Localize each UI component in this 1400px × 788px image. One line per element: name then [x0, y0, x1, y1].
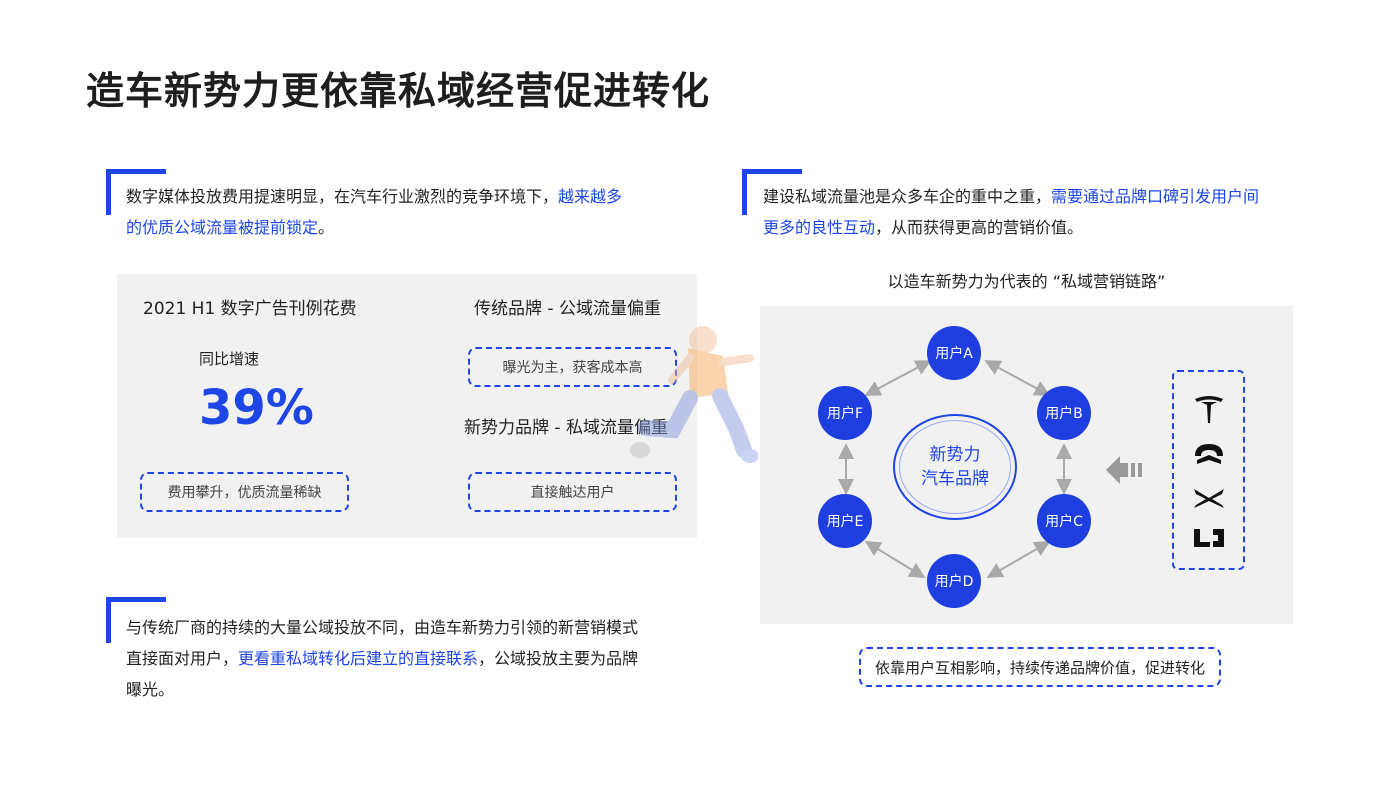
para-text: ，从而获得更高的营销价值。: [875, 218, 1084, 237]
growth-value: 39%: [199, 380, 314, 436]
user-link-arrows: [838, 360, 1072, 579]
intro-paragraph-right: 建设私域流量池是众多车企的重中之重，需要通过品牌口碑引发用户间 更多的良性互动，…: [763, 181, 1259, 243]
intro-paragraph-left: 数字媒体投放费用提速明显，在汽车行业激烈的竞争环境下，越来越多 的优质公域流量被…: [126, 181, 622, 243]
user-node-d: 用户D: [927, 554, 981, 608]
nio-logo-icon: [1195, 444, 1223, 464]
para-text: 曝光。: [126, 680, 175, 699]
li-auto-logo-icon: [1194, 529, 1224, 547]
para-highlight: 的优质公域流量被提前锁定: [126, 218, 319, 237]
user-node-f: 用户F: [818, 386, 872, 440]
user-node-b: 用户B: [1037, 386, 1091, 440]
para-text: 。: [318, 218, 335, 237]
new-heading: 新势力品牌 - 私域流量偏重: [464, 418, 668, 438]
para-text: 数字媒体投放费用提速明显，在汽车行业激烈的竞争环境下，: [126, 187, 559, 206]
center-brand-line2: 汽车品牌: [921, 469, 989, 489]
xpeng-logo-icon: [1194, 489, 1224, 508]
arrow-left-icon: [1106, 456, 1142, 484]
para-highlight: 更多的良性互动: [763, 218, 876, 237]
cost-box: 费用攀升，优质流量稀缺: [140, 472, 349, 512]
arrow-e-d: [864, 540, 926, 579]
para-text: 建设私域流量池是众多车企的重中之重，: [763, 187, 1052, 206]
arrow-a-f: [864, 360, 932, 396]
user-node-c: 用户C: [1037, 494, 1091, 548]
center-brand-ring: [893, 414, 1017, 520]
growth-label: 同比增速: [199, 350, 260, 368]
traditional-box: 曝光为主，获客成本高: [468, 347, 677, 387]
center-brand: 新势力 汽车品牌: [899, 420, 1011, 514]
stats-heading: 2021 H1 数字广告刊例花费: [143, 299, 357, 319]
stats-panel: [117, 274, 697, 538]
new-box: 直接触达用户: [468, 472, 677, 512]
arrow-a-b: [984, 360, 1051, 396]
bottom-paragraph-left: 与传统厂商的持续的大量公域投放不同，由造车新势力引领的新营销模式 直接面对用户，…: [126, 612, 638, 705]
diagram-footer-box: 依靠用户互相影响，持续传递品牌价值，促进转化: [859, 647, 1221, 687]
page-title: 造车新势力更依靠私域经营促进转化: [86, 69, 711, 113]
center-brand-line1: 新势力: [929, 445, 981, 465]
traditional-heading: 传统品牌 - 公域流量偏重: [474, 299, 661, 319]
para-text: 与传统厂商的持续的大量公域投放不同，由造车新势力引领的新营销模式: [126, 618, 639, 637]
arrow-c-d: [986, 540, 1051, 579]
brand-logos-box: [1172, 370, 1245, 570]
tesla-logo-icon: [1195, 396, 1223, 423]
para-text: ，公域投放主要为品牌: [478, 649, 639, 668]
user-node-a: 用户A: [927, 326, 981, 380]
para-text: 直接面对用户，: [126, 649, 239, 668]
running-person-illustration: [630, 326, 758, 463]
para-highlight: 越来越多: [558, 187, 623, 206]
para-highlight: 更看重私域转化后建立的直接联系: [238, 649, 479, 668]
diagram-caption: 以造车新势力为代表的 “私域营销链路”: [887, 272, 1166, 291]
user-node-e: 用户E: [818, 494, 872, 548]
para-highlight: 需要通过品牌口碑引发用户间: [1051, 187, 1260, 206]
